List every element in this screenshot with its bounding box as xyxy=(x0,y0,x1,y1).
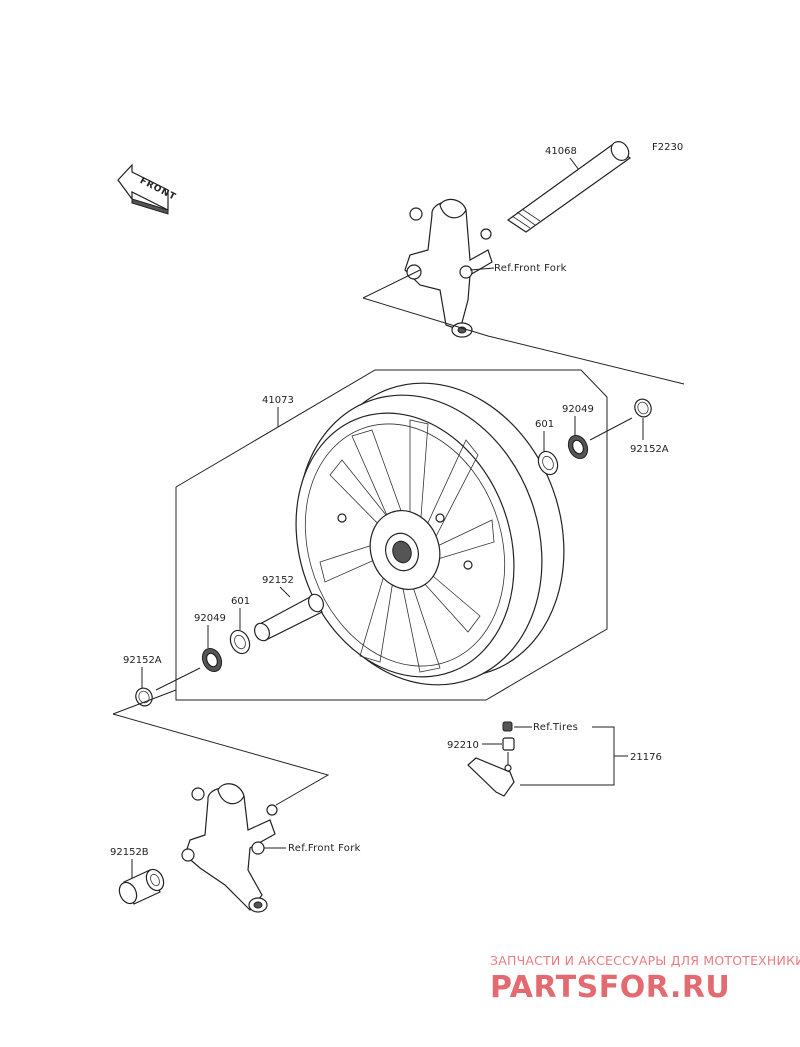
label-92049-left: 92049 xyxy=(194,613,226,624)
label-41073: 41073 xyxy=(262,395,294,406)
label-92049-right: 92049 xyxy=(562,404,594,415)
watermark-brand: PARTSFOR.RU xyxy=(490,970,730,1005)
front-wheel: 41073 xyxy=(262,382,565,686)
seal-left: 92049 xyxy=(194,613,226,673)
ref-front-fork-lower: Ref.Front Fork xyxy=(288,843,361,854)
label-92152A-left: 92152A xyxy=(123,655,162,666)
front-arrow-icon: FRONT xyxy=(117,163,178,215)
label-92152B: 92152B xyxy=(110,847,149,858)
ref-front-fork-upper: Ref.Front Fork xyxy=(494,263,567,274)
watermark-tagline: ЗАПЧАСТИ И АКСЕССУАРЫ ДЛЯ МОТОТЕХНИКИ xyxy=(490,953,800,968)
label-21176: 21176 xyxy=(630,752,662,763)
seal-right: 92049 xyxy=(562,404,594,460)
label-601-left: 601 xyxy=(231,596,250,607)
label-601-right: 601 xyxy=(535,419,554,430)
label-92152: 92152 xyxy=(262,575,294,586)
label-41068: 41068 xyxy=(545,146,577,157)
tire-valve: Ref.Tires 92210 21176 xyxy=(447,721,662,797)
front-axle: 41068 xyxy=(506,141,632,233)
diagram-code: F2230 xyxy=(652,142,683,153)
label-92152A-right: 92152A xyxy=(630,444,669,455)
spacer: 92152 xyxy=(254,575,324,642)
collar-left: 92152A xyxy=(123,655,201,707)
label-92210: 92210 xyxy=(447,740,479,751)
bearing-left: 601 xyxy=(229,596,251,655)
front-fork-lower: Ref.Front Fork xyxy=(181,783,361,913)
collar-right: 92152A xyxy=(589,398,669,455)
bearing-right: 601 xyxy=(535,419,559,476)
front-fork-upper: Ref.Front Fork xyxy=(404,198,567,338)
collar-lower: 92152B xyxy=(110,847,165,905)
ref-tires: Ref.Tires xyxy=(533,722,578,733)
